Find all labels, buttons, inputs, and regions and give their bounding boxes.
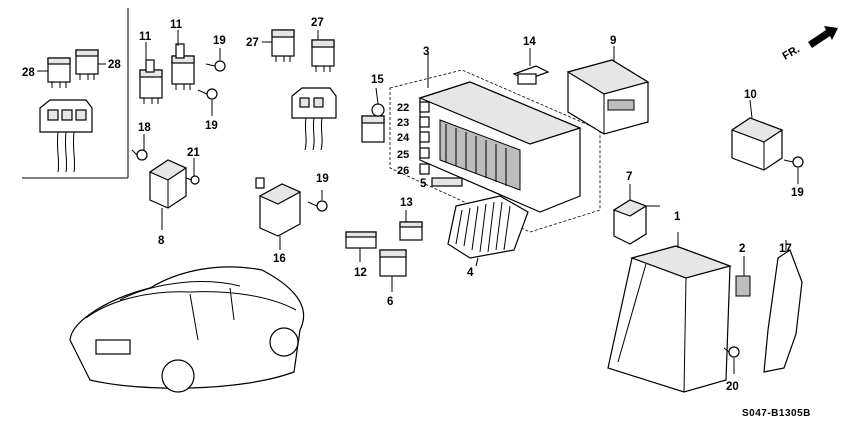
part-label: 6 [387,296,393,308]
part-label: 20 [726,381,739,393]
part-label: 9 [610,35,616,47]
relay-13 [399,210,423,241]
front-arrow-icon [808,26,838,48]
car-outline [69,266,305,393]
direction-label: FR. [781,43,802,62]
part-label: 17 [779,243,792,255]
part-label: 19 [316,173,329,185]
part-label: 19 [791,187,804,199]
module-9 [566,46,650,135]
part-label: 18 [138,122,151,134]
cover-grille [455,201,511,253]
fuses-22-26 [419,101,463,187]
relay-11-right [171,30,195,90]
relay-11-left [139,42,163,104]
part-label: 1 [674,211,681,223]
part-label: 22 [397,102,409,114]
bracket-7 [612,184,660,245]
bolt-19-d [783,156,804,184]
part-label: 21 [187,147,200,159]
part-label: 7 [626,171,632,183]
part-label: 27 [246,37,259,49]
part-label: 15 [371,74,384,86]
relay-12 [345,231,377,262]
part-label: 4 [467,267,474,279]
bolt-20 [723,346,740,374]
part-label: 12 [354,267,367,279]
bolt-19-b [197,88,218,116]
part-label: 27 [311,17,324,29]
part-label: 16 [273,253,286,265]
fuse-14 [512,48,550,85]
bolt-19-a [205,48,226,72]
part-label: 23 [397,117,409,129]
part-label: 19 [213,35,226,47]
clip-2 [735,256,751,297]
part-label: 11 [170,19,183,31]
labels: 1 2 3 4 5 6 7 8 9 10 11 11 12 13 14 15 1… [22,17,811,419]
bracket-17 [763,240,803,373]
part-label: 10 [744,89,757,101]
screw-21 [185,158,200,185]
part-label: 25 [397,149,409,161]
part-label: 28 [22,67,35,79]
part-label: 26 [397,165,409,177]
inset-frame [22,8,129,179]
part-label: 5 [420,178,427,190]
part-label: 13 [400,197,413,209]
part-label: 14 [523,36,536,48]
socket-harness-center [291,87,337,151]
unit-8 [148,159,188,230]
relay-6 [379,249,407,292]
bolt-19-c [307,190,328,212]
part-label: 24 [397,132,410,144]
part-label: 19 [205,120,218,132]
relay-15 [361,87,385,143]
bolt-18 [131,134,148,161]
fuse-grid [445,124,507,186]
part-label: 8 [158,235,165,247]
unit-10 [730,99,784,171]
relay-28-pair [37,49,106,88]
part-label: 28 [108,59,121,71]
ecu-1 [607,232,732,393]
cover-4 [447,195,529,267]
relay-socket-harness [39,99,93,173]
unit-16 [255,177,302,250]
part-label: 2 [739,243,745,255]
diagram-code: S047-B1305B [742,408,811,419]
relay-27-pair [262,29,335,72]
part-label: 3 [423,46,429,58]
fuse-box-3 [389,52,601,233]
part-label: 11 [139,31,152,43]
